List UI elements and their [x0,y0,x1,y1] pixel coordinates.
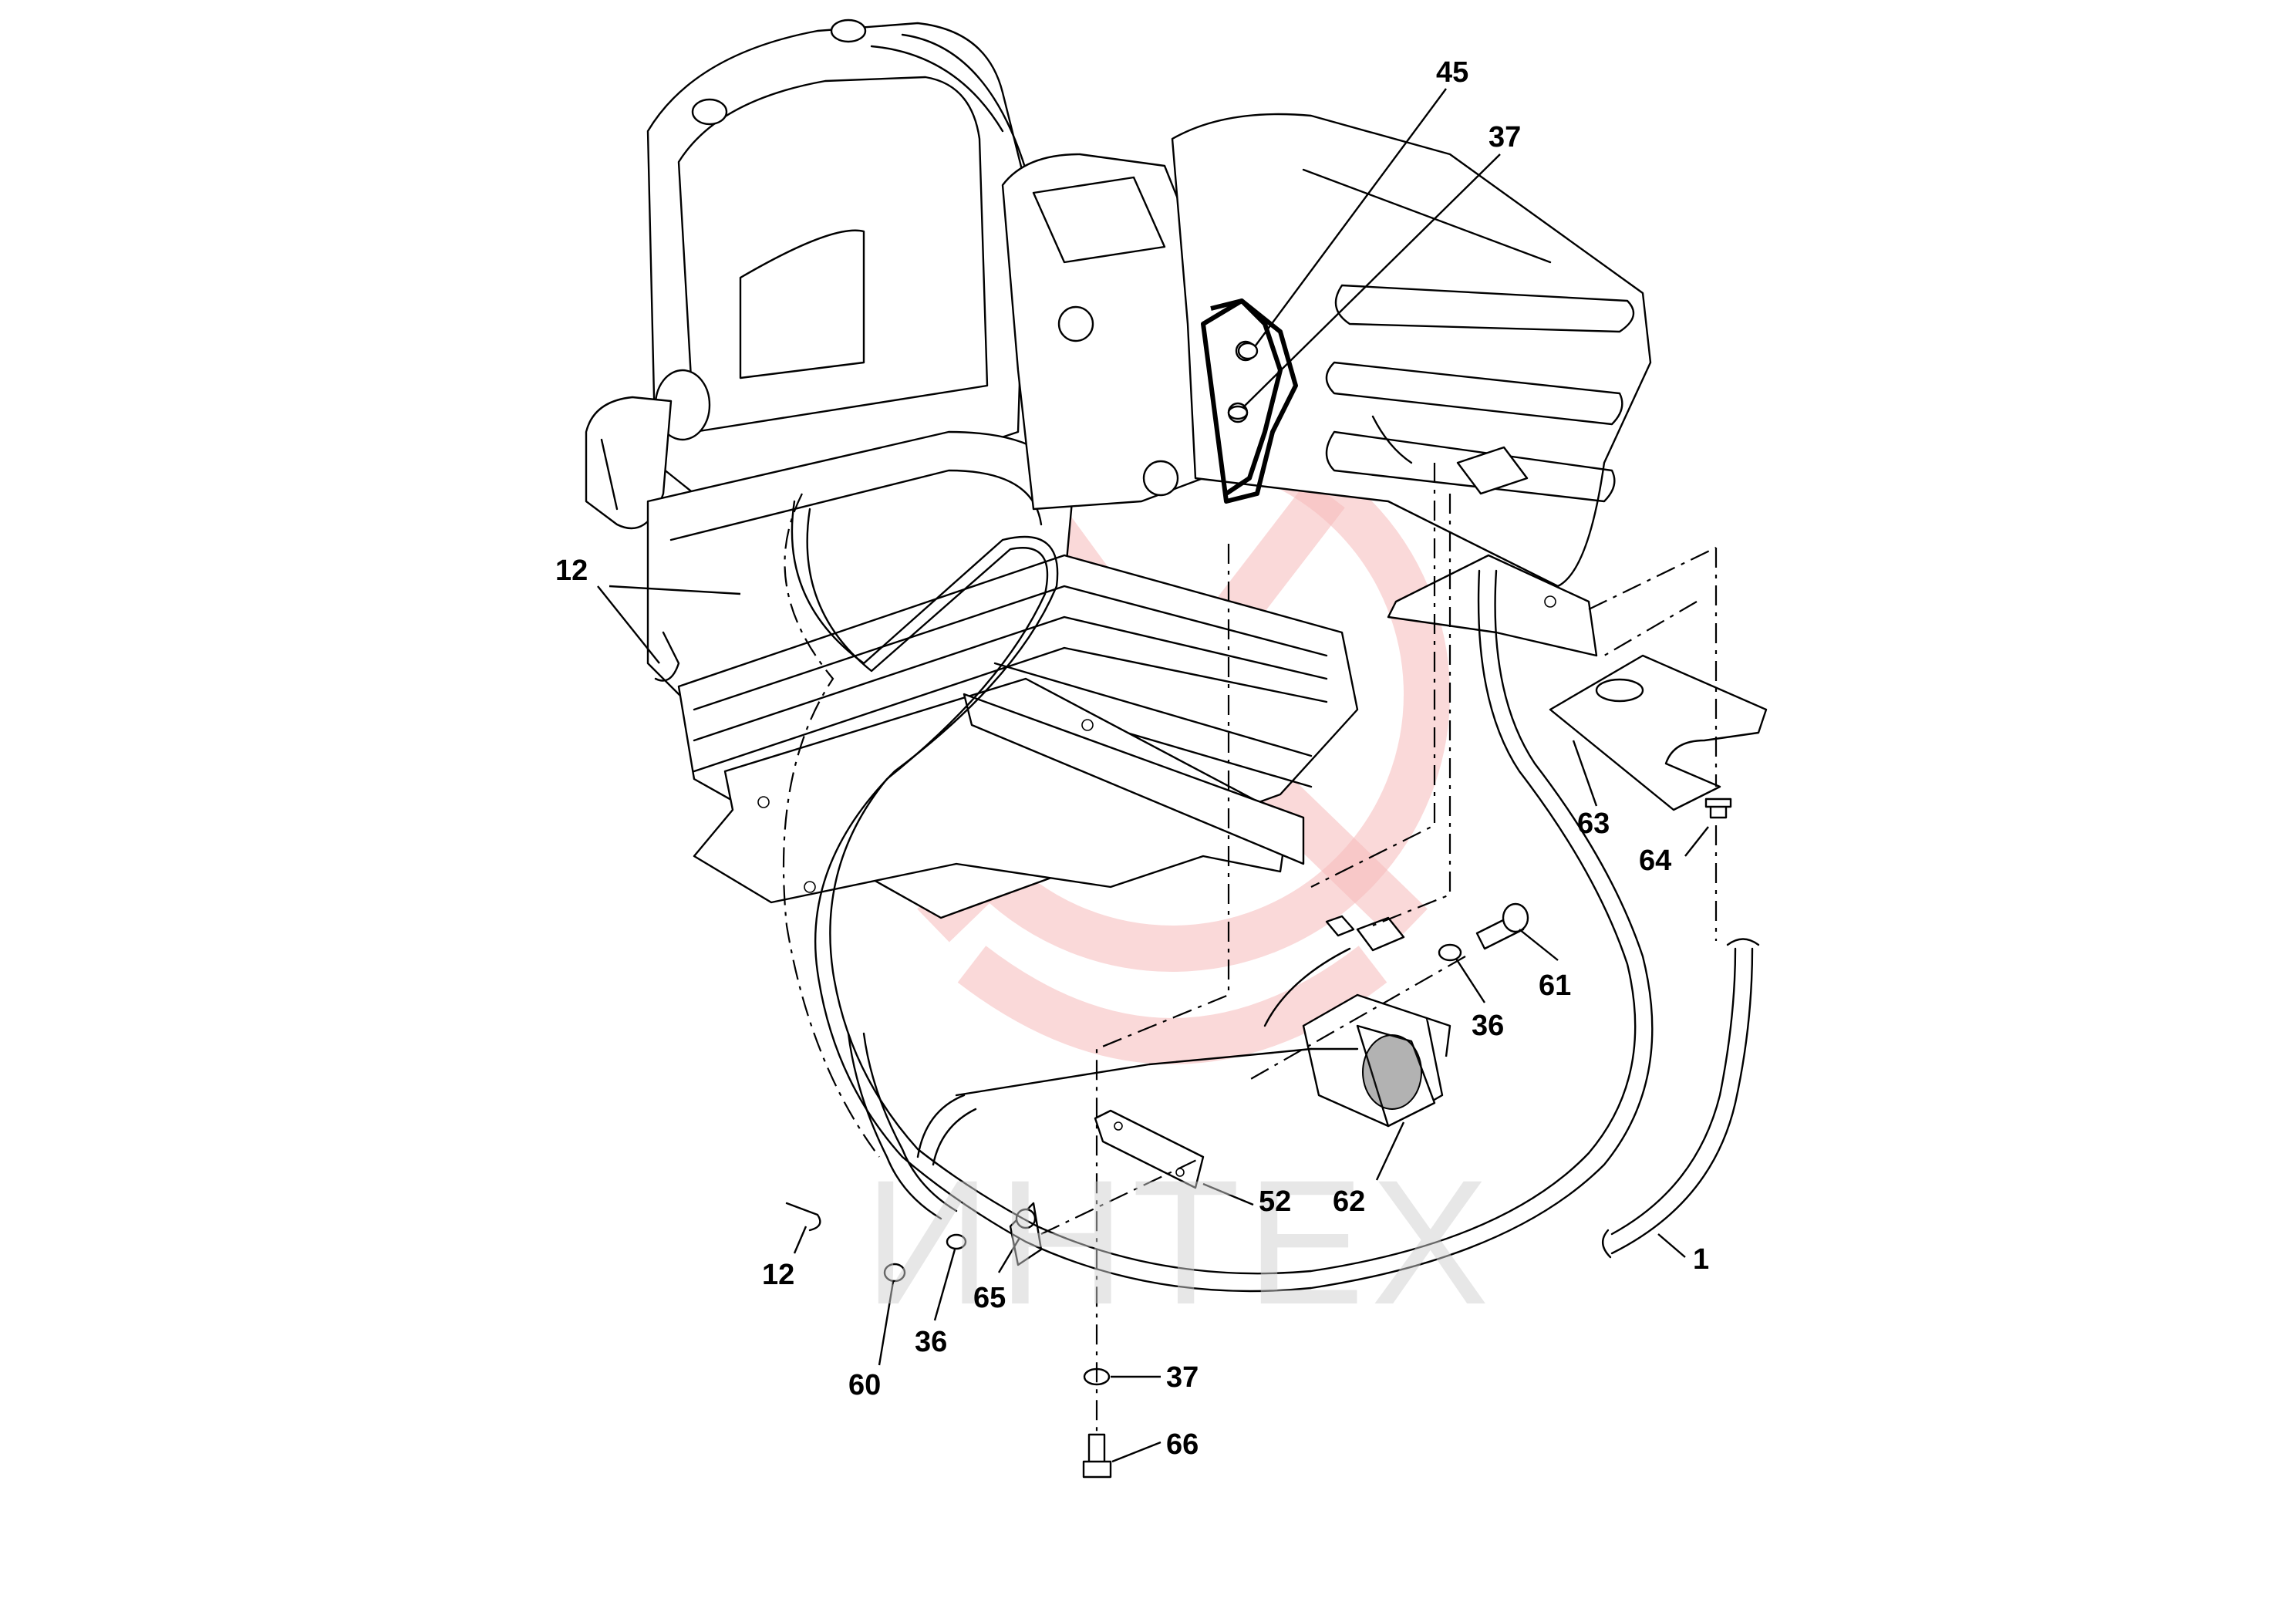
washer-37-top [1227,405,1249,420]
cable-1 [1602,938,1760,1259]
callout-65: 65 [973,1282,1006,1314]
assembly-center-lines [1040,463,1718,1435]
cable-tie-12-bottom [785,1202,821,1232]
washer-36-left [946,1233,967,1250]
callout-36-right: 36 [1472,1010,1504,1042]
callout-labels: 45 37 12 63 64 61 36 62 52 1 12 65 36 60… [555,56,1709,1461]
callout-37-bottom: 37 [1166,1361,1199,1394]
seat-left-armrest [585,396,673,530]
callout-12-bottom: 12 [762,1259,794,1291]
callout-12-left: 12 [555,555,588,587]
callout-64: 64 [1639,845,1671,877]
callout-61: 61 [1539,969,1571,1002]
nut-45 [1237,342,1259,360]
callout-66: 66 [1166,1428,1199,1461]
callout-37-top: 37 [1489,121,1521,153]
harness-connector-mid [1325,915,1405,952]
rear-tray-plate [1387,554,1598,657]
seat-right-armrest [1001,153,1205,511]
callout-63: 63 [1577,808,1610,840]
callout-1: 1 [1693,1243,1709,1276]
bolt-66 [1082,1433,1112,1479]
cable-tie-12-left [654,631,680,682]
callout-leaders [597,88,1709,1463]
nut-60 [883,1263,906,1283]
control-console-housing [1171,113,1652,588]
reverse-alarm-62 [1302,993,1451,1128]
bracket-63 [1549,654,1768,811]
callout-60: 60 [848,1369,881,1401]
screw-61 [1475,902,1529,950]
screw-64 [1704,798,1732,819]
callout-45: 45 [1436,56,1468,89]
callout-36-left: 36 [915,1326,947,1358]
callout-62: 62 [1333,1185,1365,1218]
wiring-harness [782,493,1654,1293]
washer-36-right [1438,943,1462,962]
console-connector [1371,415,1529,495]
watermark-text: ИНТЕХ [864,1143,1495,1341]
seat-base-frame [693,677,1305,904]
plate-52 [1094,1109,1205,1189]
seat-backrest [646,19,1027,495]
callout-52: 52 [1259,1185,1291,1218]
